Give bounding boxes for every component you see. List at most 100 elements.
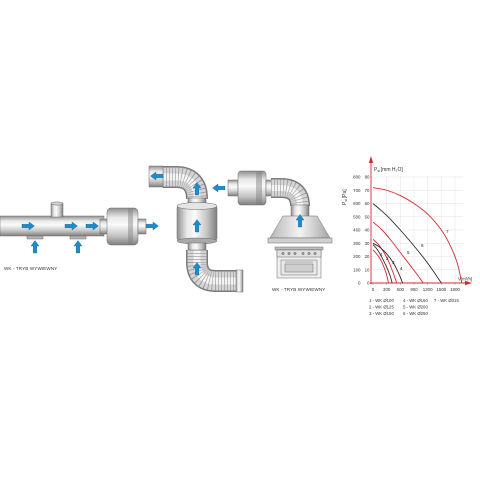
y-axis-label-unit: [Pa] — [342, 189, 348, 199]
curve-label-5: 5 — [407, 250, 410, 255]
flex-duct-ribs — [187, 250, 236, 291]
middle-bottom-collar — [235, 269, 244, 293]
y-tick-label-pa: 800 — [353, 175, 361, 180]
stove-knob — [281, 252, 285, 255]
y-tick-label-mmh2o: 0 — [367, 281, 370, 286]
y-tick-label-mmh2o: 50 — [365, 214, 370, 219]
y-tick-label-mmh2o: 30 — [365, 241, 370, 246]
x-tick-label: 600 — [397, 287, 405, 292]
y2-axis-label-unit: [mm H₂O] — [381, 167, 404, 173]
y-tick-label-pa: 200 — [353, 254, 361, 259]
right-fan-band — [256, 171, 262, 205]
y2-axis-label-symbol: P — [374, 167, 378, 173]
middle-fan-bottom-collar — [187, 242, 207, 251]
y-tick-label-mmh2o: 40 — [365, 228, 370, 233]
chart-curves — [372, 187, 463, 284]
fan-performance-chart: 0100200300400500600700800010203040506070… — [342, 156, 472, 316]
x-tick-label: 1200 — [423, 287, 433, 292]
airflow-right-arrow — [145, 221, 159, 231]
stove-hob — [274, 246, 324, 251]
performance-curve-5 — [372, 221, 424, 284]
y-tick-label-mmh2o: 20 — [365, 254, 370, 259]
y-tick-label-pa: 400 — [353, 228, 361, 233]
y-axis-label-subscript: st — [344, 199, 348, 202]
y-axis-arrowhead — [368, 156, 374, 163]
legend-entry: 1 - WK Ø100 — [369, 298, 394, 303]
left-fan-housing — [106, 207, 139, 246]
middle-bottom-flex-duct — [186, 250, 236, 292]
x-tick-label: 1800 — [450, 287, 460, 292]
oven-window — [284, 263, 314, 273]
y-tick-label-pa: 0 — [358, 281, 361, 286]
right-flex-duct — [271, 178, 310, 207]
stove-knob — [307, 252, 311, 255]
kitchen-hood-rim — [267, 237, 333, 244]
stove-control-panel — [276, 249, 322, 258]
stove-knob — [313, 252, 317, 255]
right-fan-outlet-collar — [227, 179, 239, 197]
x-axis-label: V[m³/h] — [458, 277, 472, 282]
performance-curve-2 — [372, 244, 393, 284]
y-tick-label-mmh2o: 80 — [365, 175, 370, 180]
kitchen-stove — [274, 246, 324, 279]
performance-curve-3 — [372, 238, 398, 284]
y-tick-label-mmh2o: 70 — [365, 188, 370, 193]
legend-entry: 4 - WK Ø160 — [403, 298, 428, 303]
x-tick-label: 0 — [372, 287, 375, 292]
legend-entry: 3 - WK Ø150 — [369, 311, 394, 316]
y-tick-label-mmh2o: 10 — [365, 267, 370, 272]
curve-label-3: 3 — [392, 260, 395, 265]
y-tick-label-pa: 600 — [353, 201, 361, 206]
legend-entry: 2 - WK Ø125 — [369, 305, 394, 310]
curve-label-6: 6 — [421, 243, 424, 248]
chart-legend: 1 - WK Ø100 2 - WK Ø125 3 - WK Ø150 4 - … — [369, 298, 459, 316]
y-tick-label-pa: 700 — [353, 188, 361, 193]
curve-label-4: 4 — [400, 266, 403, 271]
left-fan-outlet-collar — [137, 218, 147, 235]
airflow-up-arrow — [73, 240, 83, 254]
curve-label-2: 2 — [386, 256, 389, 261]
performance-curve-7 — [372, 187, 463, 284]
left-installation-diagram: WK - TRYB WYWIEWNY — [0, 201, 159, 271]
middle-top-flex-duct — [163, 166, 208, 200]
y-tick-label-pa: 500 — [353, 214, 361, 219]
y-axis-label: Pst[Pa] — [342, 189, 348, 205]
flex-duct-ribs — [271, 179, 309, 207]
stove-knob — [301, 252, 305, 255]
y2-axis-label-subscript: st — [377, 169, 380, 173]
x-tick-label: 300 — [383, 287, 391, 292]
y-tick-label-pa: 300 — [353, 241, 361, 246]
airflow-up-arrow — [30, 240, 40, 254]
curve-label-7: 7 — [446, 229, 449, 234]
x-tick-label: 1500 — [436, 287, 446, 292]
y-tick-label-pa: 100 — [353, 267, 361, 272]
left-fan-band — [128, 208, 133, 245]
performance-curve-1 — [372, 249, 389, 284]
legend-entry: 5 - WK Ø200 — [403, 305, 428, 310]
left-grille-1 — [26, 235, 44, 240]
left-grille-2 — [69, 235, 87, 240]
x-axis-arrowhead — [465, 280, 472, 286]
y-axis-label-symbol: P — [342, 201, 348, 205]
curve-label-1: 1 — [380, 252, 383, 257]
stove-knob — [287, 252, 291, 255]
legend-entry: 6 - WK Ø250 — [403, 311, 428, 316]
performance-curve-6 — [372, 203, 442, 284]
airflow-left-arrow — [212, 183, 226, 193]
performance-curve-4 — [372, 242, 404, 284]
chart-ticks: 0100200300400500600700800010203040506070… — [353, 175, 460, 292]
left-branch-duct-opening — [50, 201, 64, 206]
chart-grid — [371, 176, 463, 283]
right-mode-label: WK - TRYB WYWIEWNY — [272, 287, 325, 292]
y-tick-label-mmh2o: 60 — [365, 201, 370, 206]
middle-fan-top-rim — [176, 202, 218, 210]
stove-knob — [293, 252, 297, 255]
middle-installation-diagram — [148, 165, 244, 293]
right-installation-diagram: WK - TRYB WYWIEWNY — [212, 170, 333, 292]
x-tick-label: 900 — [410, 287, 418, 292]
left-mode-label: WK - TRYB WYWIEWNY — [4, 266, 57, 271]
legend-entry: 7 - WK Ø315 — [434, 298, 459, 303]
